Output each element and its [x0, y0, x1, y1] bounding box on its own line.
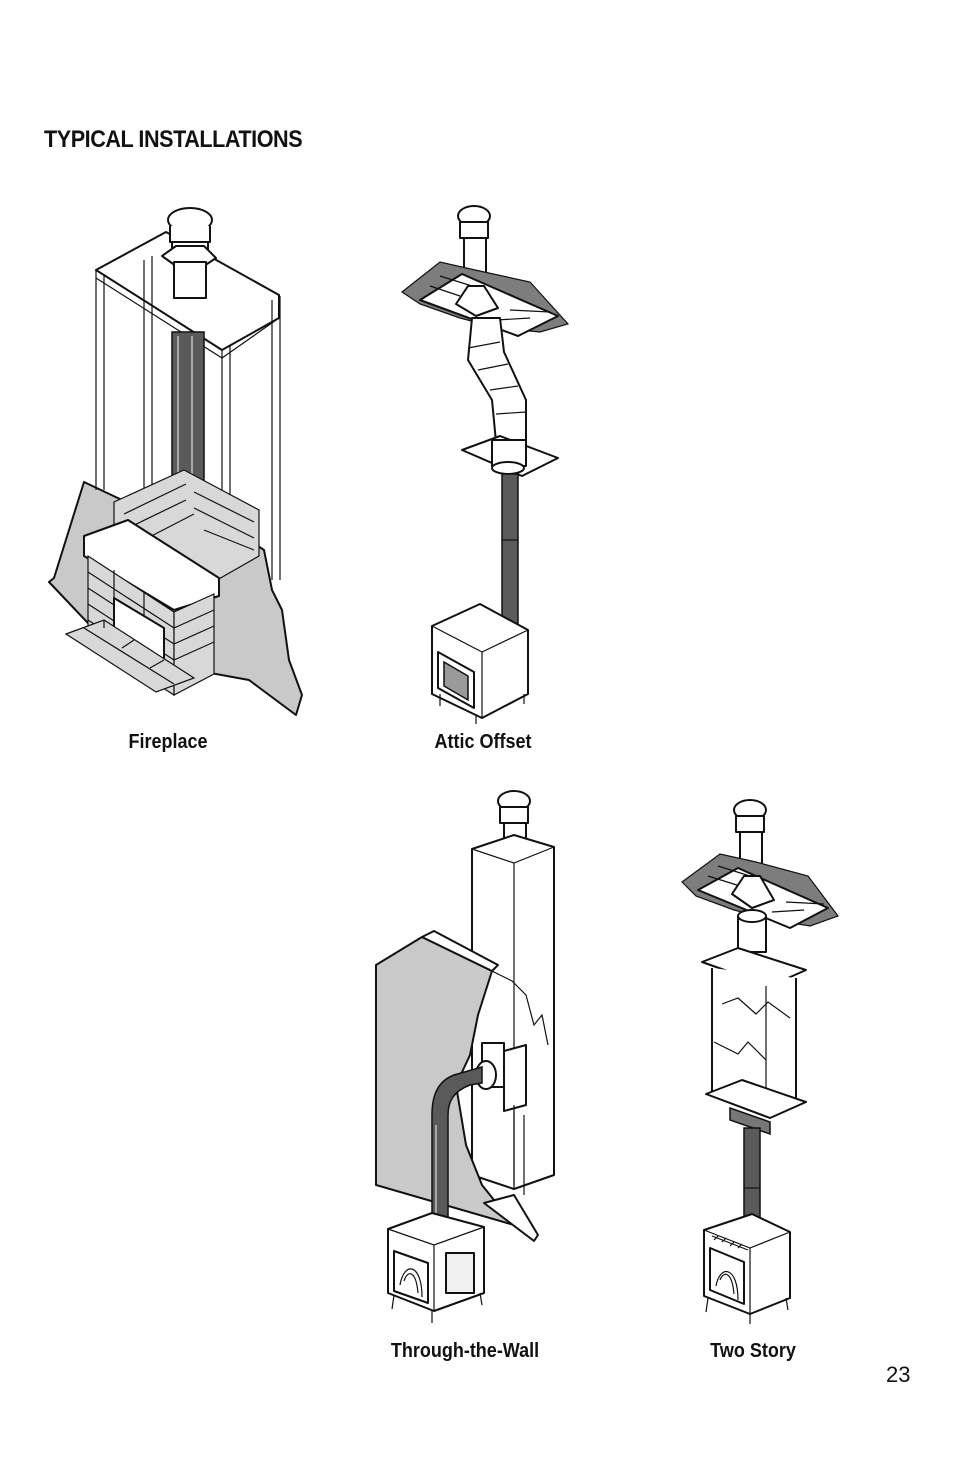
attic-offset-caption: Attic Offset: [434, 731, 532, 753]
attic-offset-illustration: [400, 205, 570, 724]
fireplace-illustration: [48, 207, 303, 716]
two-story-caption: Two Story: [710, 1340, 796, 1362]
through-the-wall-illustration: [375, 790, 555, 1323]
page-number: 23: [886, 1362, 911, 1387]
through-the-wall-caption: Through-the-Wall: [390, 1340, 540, 1362]
page-title: TYPICAL INSTALLATIONS: [44, 126, 303, 153]
two-story-illustration: [681, 799, 839, 1324]
fireplace-caption: Fireplace: [128, 731, 208, 753]
